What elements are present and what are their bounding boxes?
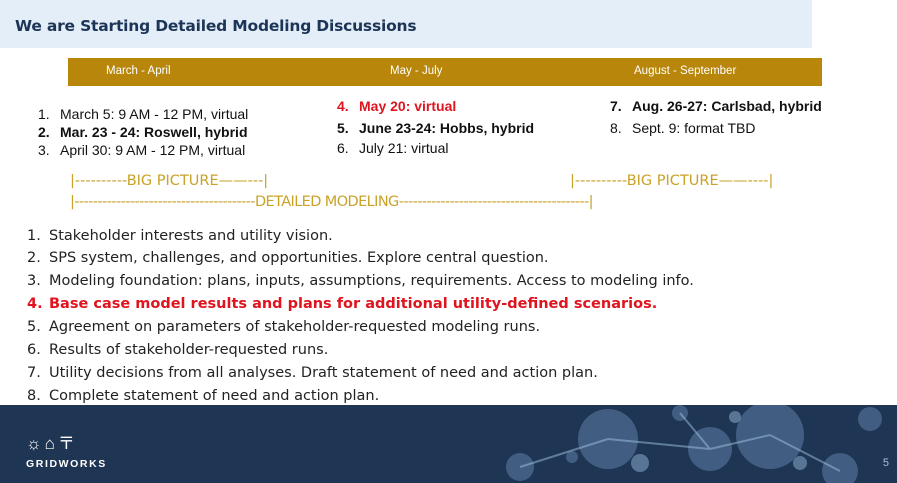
topic-item: 4.Base case model results and plans for … bbox=[27, 296, 658, 312]
topic-item: 5.Agreement on parameters of stakeholder… bbox=[27, 319, 541, 335]
meeting-item: 6.July 21: virtual bbox=[337, 140, 449, 156]
meeting-item: 5.June 23-24: Hobbs, hybrid bbox=[337, 120, 535, 136]
page-number: 5 bbox=[882, 457, 889, 469]
topic-item: 1.Stakeholder interests and utility visi… bbox=[27, 228, 333, 244]
big-picture-marker: |----------BIG PICTURE——---| bbox=[70, 173, 269, 189]
footer: ☼⌂〒 GRIDWORKS 5 bbox=[0, 405, 897, 483]
phase-bar: March - April May - July August - Septem… bbox=[68, 58, 822, 86]
meeting-item: 2.Mar. 23 - 24: Roswell, hybrid bbox=[38, 124, 248, 140]
meeting-item: 3.April 30: 9 AM - 12 PM, virtual bbox=[38, 142, 246, 158]
gridworks-logo-icons: ☼⌂〒 bbox=[26, 434, 78, 453]
big-picture-marker: |----------BIG PICTURE——----| bbox=[570, 173, 774, 189]
meeting-item: 8.Sept. 9: format TBD bbox=[610, 120, 756, 136]
meeting-item: 4.May 20: virtual bbox=[337, 98, 457, 114]
slide-title: We are Starting Detailed Modeling Discus… bbox=[15, 17, 417, 35]
topic-item: 6.Results of stakeholder-requested runs. bbox=[27, 342, 329, 358]
topic-item: 8.Complete statement of need and action … bbox=[27, 388, 380, 404]
title-bar: We are Starting Detailed Modeling Discus… bbox=[0, 0, 812, 48]
phase-may-july: May - July bbox=[390, 65, 443, 77]
footer-decoration bbox=[506, 405, 882, 483]
topic-item: 2.SPS system, challenges, and opportunit… bbox=[27, 250, 549, 266]
detailed-modeling-marker: |---------------------------------------… bbox=[70, 194, 594, 210]
meeting-item: 1.March 5: 9 AM - 12 PM, virtual bbox=[38, 106, 249, 122]
topic-item: 7.Utility decisions from all analyses. D… bbox=[27, 365, 598, 381]
phase-august-september: August - September bbox=[634, 65, 737, 77]
phase-march-april: March - April bbox=[106, 65, 171, 77]
gridworks-logo-text: GRIDWORKS bbox=[26, 458, 107, 470]
topic-item: 3.Modeling foundation: plans, inputs, as… bbox=[27, 273, 694, 289]
meeting-item: 7.Aug. 26-27: Carlsbad, hybrid bbox=[610, 98, 822, 114]
